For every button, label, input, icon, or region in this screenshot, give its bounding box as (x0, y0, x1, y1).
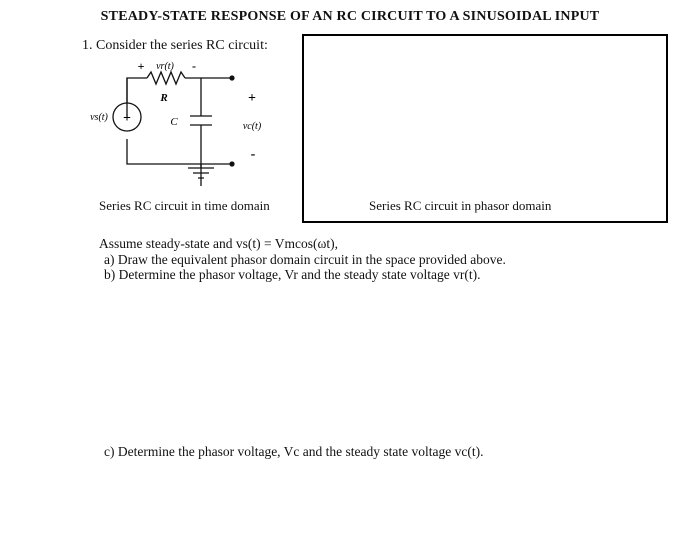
output-minus: - (251, 147, 256, 162)
output-plus: + (248, 91, 256, 106)
phasor-domain-caption: Series RC circuit in phasor domain (369, 198, 552, 213)
left-wire-upper (126, 77, 147, 103)
rc-circuit-diagram: + + vr(t) - R C vs(t) + vc(t) - (90, 59, 262, 186)
source-sign: + (123, 111, 131, 126)
problem-number: 1. (82, 38, 93, 53)
question-a: a) Draw the equivalent phasor domain cir… (104, 252, 506, 267)
vr-plus: + (138, 59, 145, 73)
output-terminal-bottom (229, 161, 235, 167)
vr-label: vr(t) (156, 61, 174, 72)
time-domain-caption: Series RC circuit in time domain (99, 198, 270, 213)
resistor-label: R (159, 92, 167, 104)
vc-label: vc(t) (243, 121, 262, 132)
phasor-drawing-area[interactable] (302, 34, 668, 223)
resistor-symbol (146, 70, 186, 86)
capacitor-label: C (170, 116, 178, 128)
question-b: b) Determine the phasor voltage, Vr and … (104, 267, 481, 282)
vr-minus: - (192, 59, 196, 73)
page-title: STEADY-STATE RESPONSE OF AN RC CIRCUIT T… (100, 9, 600, 24)
question-c: c) Determine the phasor voltage, Vc and … (104, 444, 484, 459)
output-terminal-top (229, 75, 235, 81)
bottom-wire (126, 139, 232, 165)
source-label: vs(t) (90, 112, 108, 123)
problem-intro: 1. Consider the series RC circuit: (82, 38, 268, 54)
problem-intro-text: Consider the series RC circuit: (96, 38, 268, 53)
assumption-text: Assume steady-state and vs(t) = Vmcos(ωt… (99, 236, 338, 251)
voltage-source-symbol (112, 102, 142, 132)
